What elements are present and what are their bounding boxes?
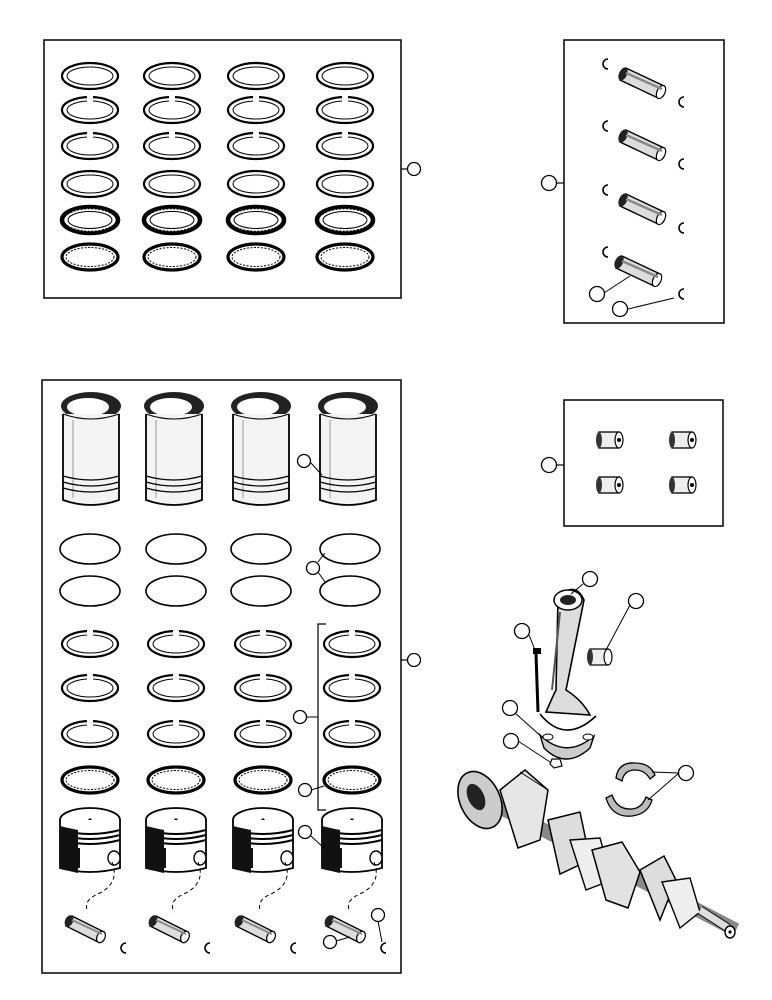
callout-18 bbox=[627, 592, 645, 610]
callout-8 bbox=[322, 934, 338, 950]
connecting-rod-group bbox=[501, 570, 695, 817]
callout-11 bbox=[588, 285, 606, 303]
callout-17 bbox=[502, 732, 520, 750]
callout-15 bbox=[501, 699, 519, 717]
crankshaft bbox=[457, 769, 740, 939]
callout-6 bbox=[297, 782, 313, 798]
panel-wrist-pins bbox=[540, 39, 725, 324]
panel-ring-set bbox=[43, 39, 422, 299]
callout-14 bbox=[581, 570, 599, 588]
panel-sleeve-piston-kit bbox=[41, 379, 422, 974]
callout-5 bbox=[292, 709, 308, 725]
callout-13 bbox=[540, 456, 558, 474]
callout-10 bbox=[540, 174, 558, 192]
callout-12 bbox=[611, 300, 629, 318]
callout-16 bbox=[513, 622, 531, 640]
callout-9 bbox=[370, 907, 386, 923]
callout-1 bbox=[406, 161, 422, 177]
callout-7 bbox=[297, 824, 313, 840]
callout-3 bbox=[296, 453, 312, 469]
callout-4 bbox=[305, 560, 321, 576]
callout-19 bbox=[677, 764, 695, 782]
callout-2 bbox=[406, 652, 422, 668]
panel-bushings bbox=[540, 399, 724, 527]
ring-grid-set-1 bbox=[62, 61, 373, 272]
